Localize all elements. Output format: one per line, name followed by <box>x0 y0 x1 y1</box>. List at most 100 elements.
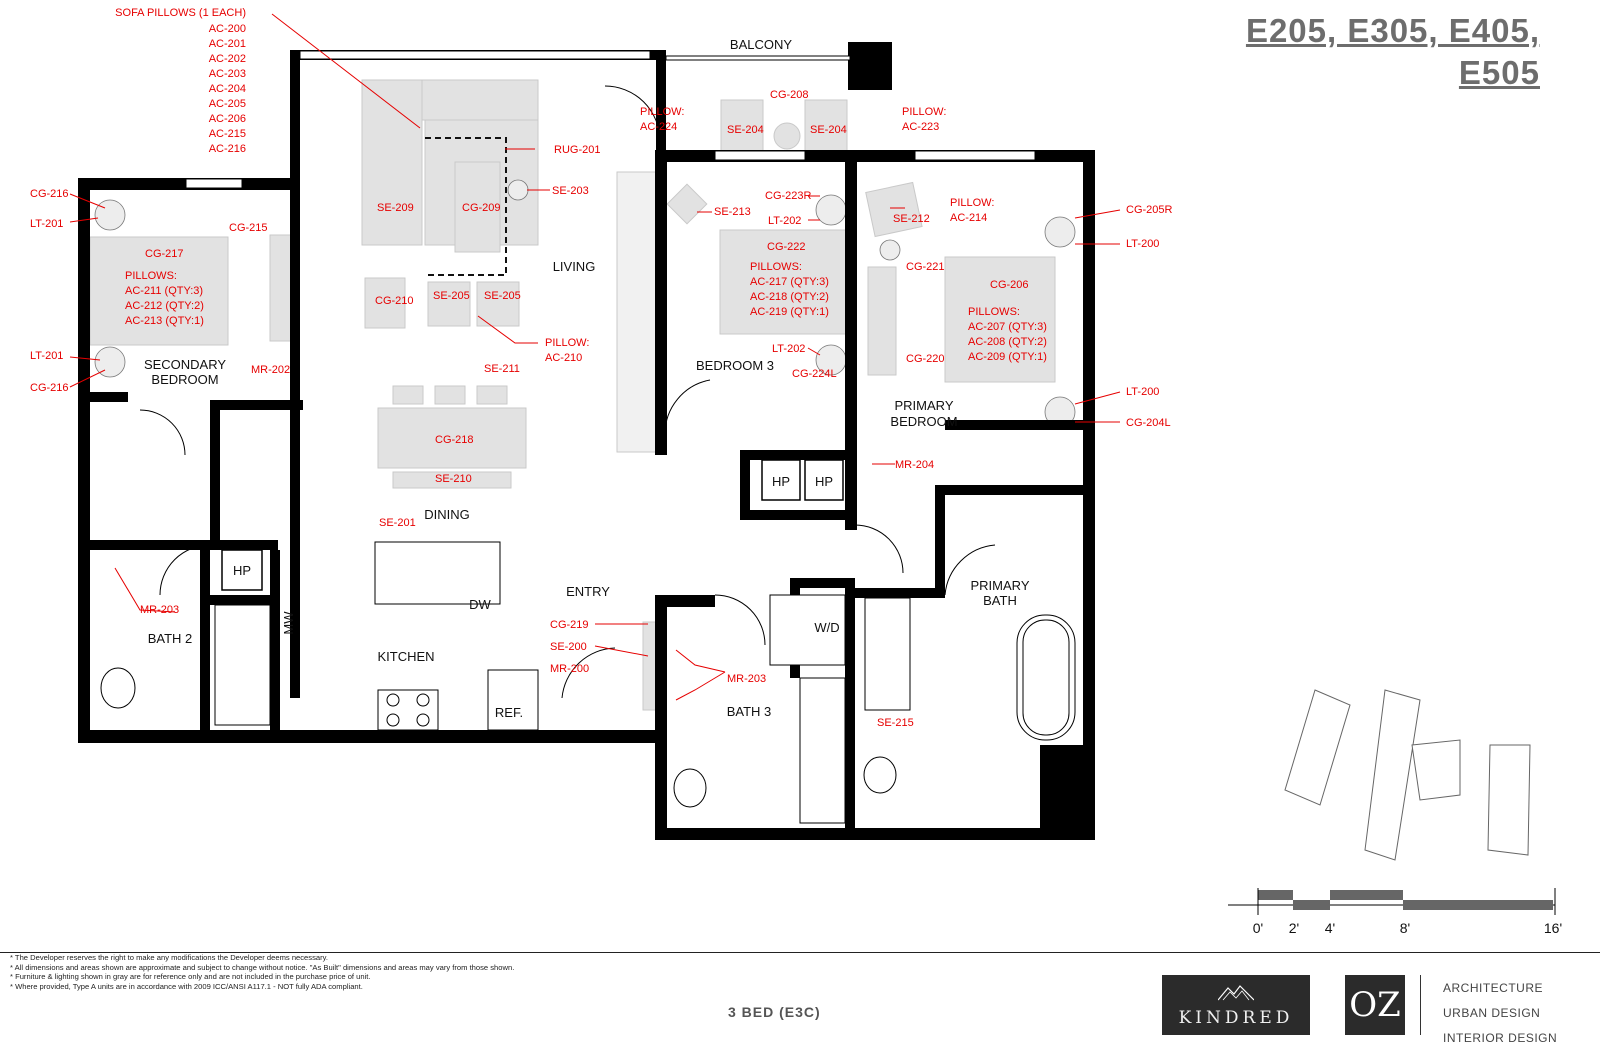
tag-pillow-ac223: PILLOW: <box>902 106 946 118</box>
kindred-wordmark: KINDRED <box>1178 1008 1294 1028</box>
tag-sofa-pillow: AC-215 <box>209 128 246 140</box>
tag-cg219: CG-219 <box>550 619 589 631</box>
tag-cg217-pillow: AC-211 (QTY:3) <box>125 285 203 297</box>
leader-lt200-b <box>1074 391 1121 405</box>
lamp-lt201-a <box>94 199 126 231</box>
tag-cg217-pillow: AC-212 (QTY:2) <box>125 300 204 312</box>
disclaimer-notes: * The Developer reserves the right to ma… <box>10 953 610 991</box>
kitchen-island <box>374 541 501 605</box>
tag-mr203: MR-203 <box>727 673 766 685</box>
key-building-3 <box>1411 739 1461 801</box>
tag-lt202: LT-202 <box>772 343 805 355</box>
tag-cg220: CG-220 <box>906 353 945 365</box>
wall-closet-top <box>210 400 303 410</box>
window-bedroom3 <box>714 150 806 161</box>
label-bedroom-3: BEDROOM 3 <box>696 358 774 373</box>
tag-lt202: LT-202 <box>768 215 801 227</box>
label-dining: DINING <box>424 507 470 522</box>
dresser-cg220 <box>867 266 897 376</box>
unit-title-line-1: E205, E305, E405, <box>1245 12 1540 49</box>
leader-lt201-a <box>69 217 99 223</box>
tag-se205: SE-205 <box>433 290 470 302</box>
tag-sofa-pillow: AC-203 <box>209 68 246 80</box>
door-bath2 <box>159 544 211 596</box>
label-primary-bedroom-2: BEDROOM <box>890 414 957 429</box>
tag-cg208: CG-208 <box>770 89 809 101</box>
wall-balcony-west <box>656 50 666 150</box>
tag-mr203: MR-203 <box>140 604 179 616</box>
tag-cg210: CG-210 <box>375 295 414 307</box>
label-primary-bath-1: PRIMARY <box>971 578 1030 593</box>
scale-seg-1 <box>1258 890 1293 900</box>
wall-south-east <box>655 828 1095 840</box>
wall-primary-closet <box>945 420 1093 430</box>
scale-label-2: 2' <box>1289 920 1299 936</box>
shower-primary <box>864 597 911 711</box>
note-line: * The Developer reserves the right to ma… <box>10 953 328 962</box>
balcony-chair-a <box>720 99 764 153</box>
note-line: * All dimensions and areas shown are app… <box>10 962 515 972</box>
wall-south-west <box>78 730 662 743</box>
tag-sofa-pillow: AC-202 <box>209 53 246 65</box>
stool-se213 <box>666 183 708 225</box>
toilet-bath2 <box>100 667 136 709</box>
tag-cg223r: CG-223R <box>765 190 812 202</box>
tag-cg224l: CG-224L <box>792 368 837 380</box>
shower-bath2 <box>214 604 271 726</box>
label-secondary-bedroom-1: SECONDARY <box>144 357 226 372</box>
label-entry: ENTRY <box>566 584 610 599</box>
rug-outline <box>425 137 507 276</box>
leader-mr203-b <box>675 649 726 673</box>
tag-sofa-pillow: AC-205 <box>209 98 246 110</box>
door-bedroom3 <box>664 379 711 436</box>
washer-dryer <box>769 594 846 666</box>
wall-hp-closet-left <box>740 450 750 510</box>
dining-table <box>377 407 527 469</box>
wall-hp-closet-bottom <box>740 510 855 520</box>
balcony-table <box>773 122 801 150</box>
fixture-hp-1: HP <box>233 563 251 578</box>
fixture-hp-2: HP <box>772 474 790 489</box>
tag-pillow-ac224: AC-224 <box>640 121 677 133</box>
fixture-ref: REF. <box>495 705 523 720</box>
unit-type-label: 3 BED (E3C) <box>728 1004 821 1020</box>
refrigerator <box>487 669 539 731</box>
key-plan <box>1284 689 1531 861</box>
range <box>377 689 439 731</box>
window-living <box>299 50 651 60</box>
tag-se212: SE-212 <box>893 213 930 225</box>
tag-rug201: RUG-201 <box>554 144 600 156</box>
unit-title-line-2: E505 <box>1458 54 1540 91</box>
tag-pillow-ac214: PILLOW: <box>950 197 994 209</box>
lamp-lt201-b <box>94 346 126 378</box>
tag-pillow-ac224: PILLOW: <box>640 106 684 118</box>
tag-sofa-pillow: AC-204 <box>209 83 246 95</box>
note-line: * Where provided, Type A units are in ac… <box>10 981 363 991</box>
wall-bedroom-divider <box>845 150 857 530</box>
wall-secondary-west <box>78 178 90 743</box>
tag-se211: SE-211 <box>484 363 520 375</box>
toilet-bath3 <box>673 768 707 808</box>
chair-cg210 <box>364 277 406 329</box>
tag-se204: SE-204 <box>727 124 764 136</box>
tag-cg222-pillow: AC-218 (QTY:2) <box>750 291 829 303</box>
side-table-cg221 <box>879 239 901 261</box>
tag-cg222-pillows: PILLOWS: <box>750 261 802 273</box>
label-primary-bath-2: BATH <box>983 593 1017 608</box>
firm-line: INTERIOR DESIGN <box>1443 1031 1558 1045</box>
side-table-se203 <box>507 179 529 201</box>
sofa-left <box>361 79 423 246</box>
burner-3 <box>386 713 400 727</box>
chair-se205-a <box>427 281 471 327</box>
label-primary-bedroom-1: PRIMARY <box>895 398 954 413</box>
footer-divider <box>0 952 1600 953</box>
leader-cg216-b <box>69 369 106 388</box>
leader-mr203-a <box>114 567 176 613</box>
tag-cg206-pillow: AC-209 (QTY:1) <box>968 351 1047 363</box>
tag-cg218: CG-218 <box>435 434 474 446</box>
door-balcony <box>604 85 661 141</box>
door-primary-bath <box>944 544 996 596</box>
scale-label-0: 0' <box>1253 920 1263 936</box>
tag-pillow-ac223: AC-223 <box>902 121 939 133</box>
